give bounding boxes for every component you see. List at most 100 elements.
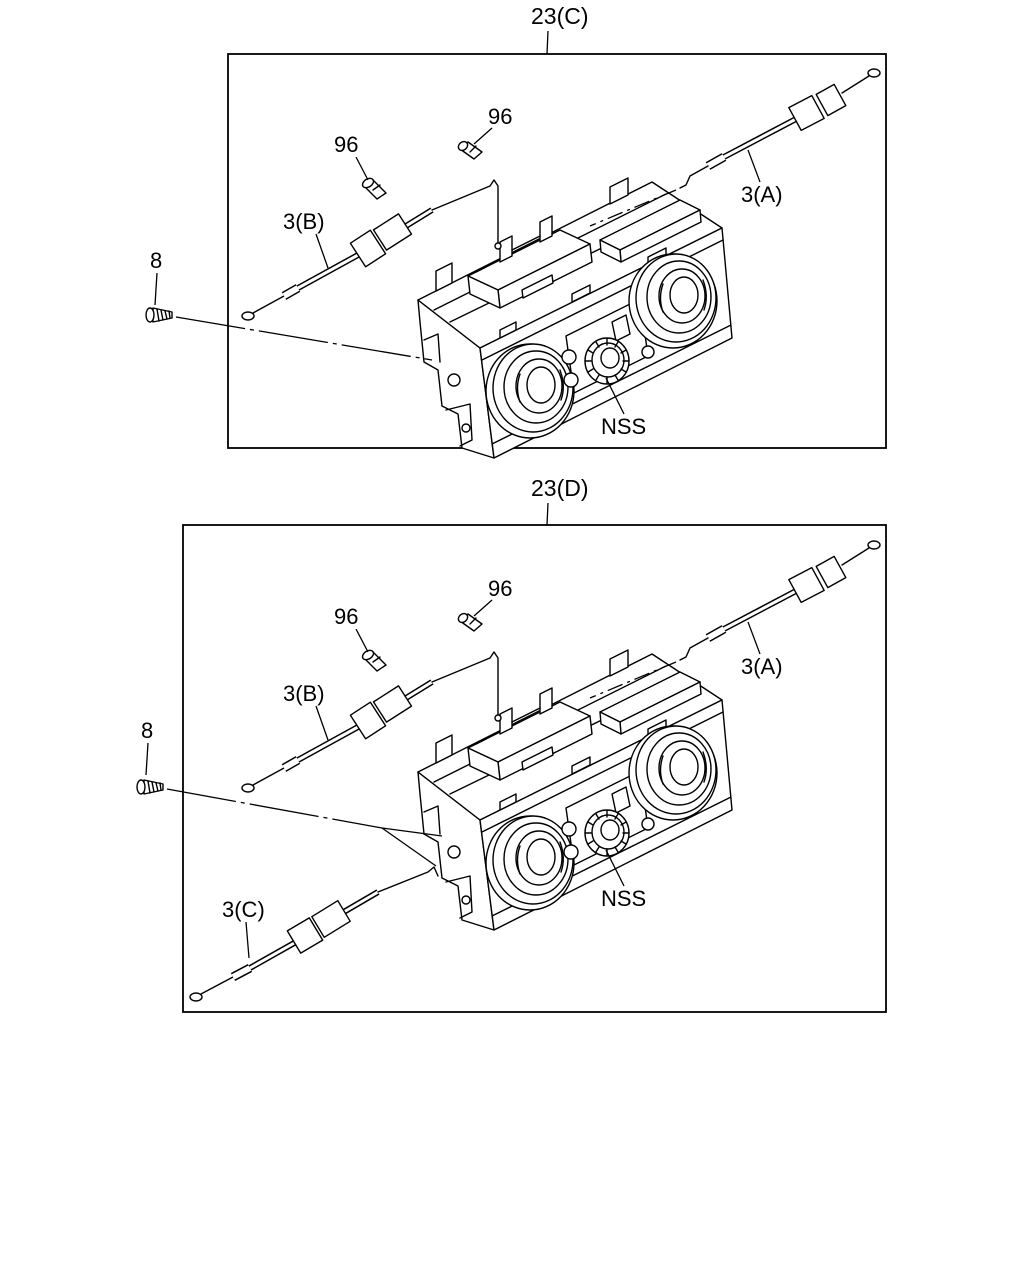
cable-3b-inner-wire [431, 651, 499, 717]
panel-2-title-leader [546, 502, 549, 526]
small-button-1 [561, 349, 577, 365]
unit-bottom-bracket [423, 805, 473, 919]
unit-rear-tab-left [435, 262, 453, 292]
cable-3b-clamp-a [349, 701, 387, 740]
unit-front-tab-2 [571, 756, 591, 775]
center-knob-cap [600, 819, 620, 841]
unit-center-bracket [467, 215, 593, 309]
clip-96-left-ring [372, 184, 381, 191]
cable-3a-clamp-a [815, 83, 847, 117]
cable-3c-inner-wire [377, 866, 439, 893]
small-button-1 [561, 821, 577, 837]
bracket-slot [521, 746, 554, 771]
rear-bracket-side [599, 711, 622, 735]
cable-3c [189, 866, 439, 1002]
screw-8-label: 8 [150, 248, 162, 273]
clip-96-right-label: 96 [488, 576, 512, 601]
cable-3b-attach-point [494, 714, 502, 722]
clip-96-left-leader [355, 156, 369, 181]
clip-96-right-head [457, 612, 469, 624]
unit-mount-hole-lower [461, 895, 471, 905]
small-button-3 [641, 817, 655, 831]
cable-3b-label: 3(B) [283, 209, 325, 234]
cable-3c-leader [245, 921, 250, 959]
screw-8-install-line [166, 788, 383, 829]
cable-3a-sheath-core [721, 117, 797, 160]
unit-front-tab-2 [571, 284, 591, 303]
small-button-3 [641, 345, 655, 359]
left-dial-grip [516, 369, 564, 403]
left-dial [485, 815, 575, 911]
panel-1-labels: 23(C) 96 96 3(B) 8 3(A) NSS [150, 3, 783, 439]
cable-3c-clamp-a [286, 917, 324, 954]
panel-1-title-leader [546, 30, 549, 55]
clip-96-left [361, 649, 387, 672]
unit-rear-bracket [599, 199, 702, 263]
clip-96-left-head [361, 649, 375, 661]
left-dial [485, 343, 575, 439]
unit-front-tab-1 [499, 793, 517, 811]
unit-rear-bracket [599, 671, 702, 735]
clip-96-right-ring [469, 145, 477, 153]
clip-96-right [457, 140, 483, 160]
cable-3a-label: 3(A) [741, 182, 783, 207]
bracket-channel-line [475, 235, 541, 273]
small-button-2 [563, 372, 579, 388]
panel-2-frame [182, 524, 887, 1013]
cable-3a-inner-wire [679, 165, 709, 189]
unit-center-bracket [467, 687, 593, 781]
unit-nss-leader [605, 849, 625, 887]
cable-3c-sheath-core [249, 890, 379, 970]
clip-96-left-label: 96 [334, 604, 358, 629]
clip-96-right-leader [473, 127, 493, 145]
screw-8-head [136, 779, 146, 795]
clip-96-left-ring [372, 656, 381, 663]
panel-1-assembly [241, 68, 881, 459]
unit-rear-tab-left [435, 734, 453, 764]
clip-96-right-leader [473, 599, 493, 617]
right-dial [628, 253, 718, 349]
unit-nss-label: NSS [601, 414, 646, 439]
cable-3b-leader [315, 233, 329, 269]
right-dial-center [669, 276, 699, 314]
cable-3b-clamp-b [372, 213, 413, 251]
unit-mount-hole-upper [447, 845, 461, 859]
right-dial-grip [659, 279, 707, 313]
cable-3c-label: 3(C) [222, 897, 265, 922]
clip-96-left [361, 177, 387, 200]
center-knob-knurl [584, 810, 630, 856]
panel-2-title: 23(D) [531, 475, 589, 501]
left-dial-center [526, 366, 556, 404]
clip-96-left-label: 96 [334, 132, 358, 157]
screw-8-thread [147, 780, 162, 794]
bracket-channel-line [475, 707, 541, 745]
screw-8-leader [145, 742, 149, 776]
clip-96-left-head [361, 177, 375, 189]
cable-3c-clamp-b [311, 900, 351, 938]
cable-3b-sheath-core [297, 208, 433, 290]
cable-3a-ferrule-core [706, 626, 726, 641]
cable-3a-inner-wire [679, 637, 709, 661]
cable-3b-attach-point [494, 242, 502, 250]
cable-3b-clamp-b [372, 685, 413, 723]
screw-8-thread [156, 308, 171, 322]
cable-3b-end-loop [241, 783, 255, 793]
cable-3b-leader [315, 705, 329, 741]
unit-nss-leader [605, 377, 625, 415]
unit-bottom-bracket [423, 333, 473, 447]
cable-3b-ferrule-core [282, 757, 300, 771]
panel-1-frame [227, 53, 887, 449]
center-knob-cap [600, 347, 620, 369]
bracket-side [467, 747, 501, 781]
cable-3a-leader [747, 149, 761, 183]
heater-control-unit [417, 649, 733, 931]
small-button-2 [563, 844, 579, 860]
center-knob [584, 337, 630, 385]
unit-mount-hole-upper [447, 373, 461, 387]
cable-3c-end-loop [189, 992, 203, 1002]
cable-3b-end-wire [252, 295, 285, 314]
bracket-slot [521, 274, 554, 299]
cable-3b-sheath-core [297, 680, 433, 762]
right-dial-grip [659, 751, 707, 785]
